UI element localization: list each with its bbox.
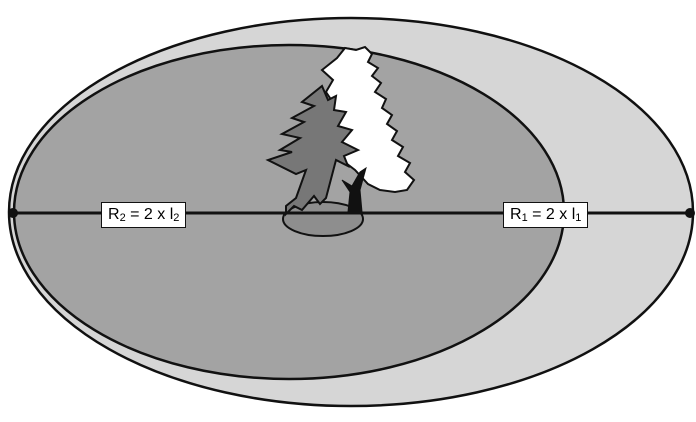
outer-radius-formula: = 2 x l <box>527 206 576 223</box>
inner-radius-symbol: R <box>108 206 120 223</box>
trunk-stub-icon <box>341 166 367 213</box>
inner-radius-formula-sub: 2 <box>173 212 180 224</box>
inner-radius-symbol-sub: 2 <box>119 212 126 224</box>
outer-radius-symbol: R <box>510 206 522 223</box>
inner-radius-formula: = 2 x l <box>125 206 174 223</box>
outer-radius-label: R1 = 2 x l1 <box>503 202 589 228</box>
dark-tree-icon <box>265 84 361 217</box>
right-endpoint <box>685 208 695 218</box>
inner-radius-label: R2 = 2 x l2 <box>101 202 187 228</box>
outer-radius-formula-sub: 1 <box>575 212 582 224</box>
outer-radius-symbol-sub: 1 <box>521 212 528 224</box>
left-endpoint <box>8 208 18 218</box>
